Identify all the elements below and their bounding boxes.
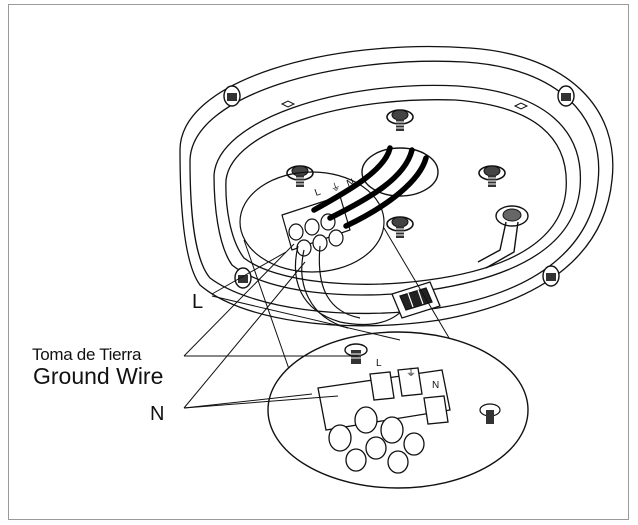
- base-plate: [179, 45, 614, 327]
- rim-knob-left: [223, 85, 241, 107]
- plate-terminal-marks: L ⏚ N: [313, 177, 356, 199]
- svg-text:L: L: [313, 186, 322, 198]
- plate-marks: [280, 100, 529, 110]
- svg-text:L: L: [376, 358, 382, 369]
- svg-text:⏚: ⏚: [329, 180, 343, 195]
- terminal-zoom-source: [239, 171, 385, 273]
- mounting-screw-left: [286, 165, 314, 188]
- plate-terminal-block: [281, 195, 351, 257]
- svg-text:N: N: [432, 380, 439, 391]
- cable-gland: [477, 205, 529, 269]
- rim-knob-lower-right: [542, 265, 560, 287]
- leader-lines: [183, 243, 401, 409]
- fixture-wires: [294, 245, 411, 329]
- zoom-terminal-block: [317, 367, 451, 474]
- ground-screw: [344, 343, 368, 364]
- label-live: L: [192, 291, 203, 313]
- label-ground-wire: Ground Wire: [33, 363, 163, 389]
- label-toma-de-tierra: Toma de Tierra: [32, 345, 142, 364]
- mounting-screw-bottom: [386, 216, 414, 239]
- mounting-screw-right: [478, 165, 506, 188]
- label-neutral: N: [150, 403, 164, 425]
- mounting-screw-top: [386, 109, 414, 132]
- svg-text:⏚: ⏚: [406, 367, 416, 379]
- rim-knob-right: [557, 85, 575, 107]
- rim-knob-lower-left: [234, 267, 252, 289]
- zoom-edge-screw: [479, 403, 501, 424]
- svg-text:N: N: [345, 177, 356, 190]
- zoom-terminal-marks: L ⏚ N: [376, 358, 439, 391]
- wire-connector: [391, 281, 441, 319]
- supply-wires: [311, 145, 429, 229]
